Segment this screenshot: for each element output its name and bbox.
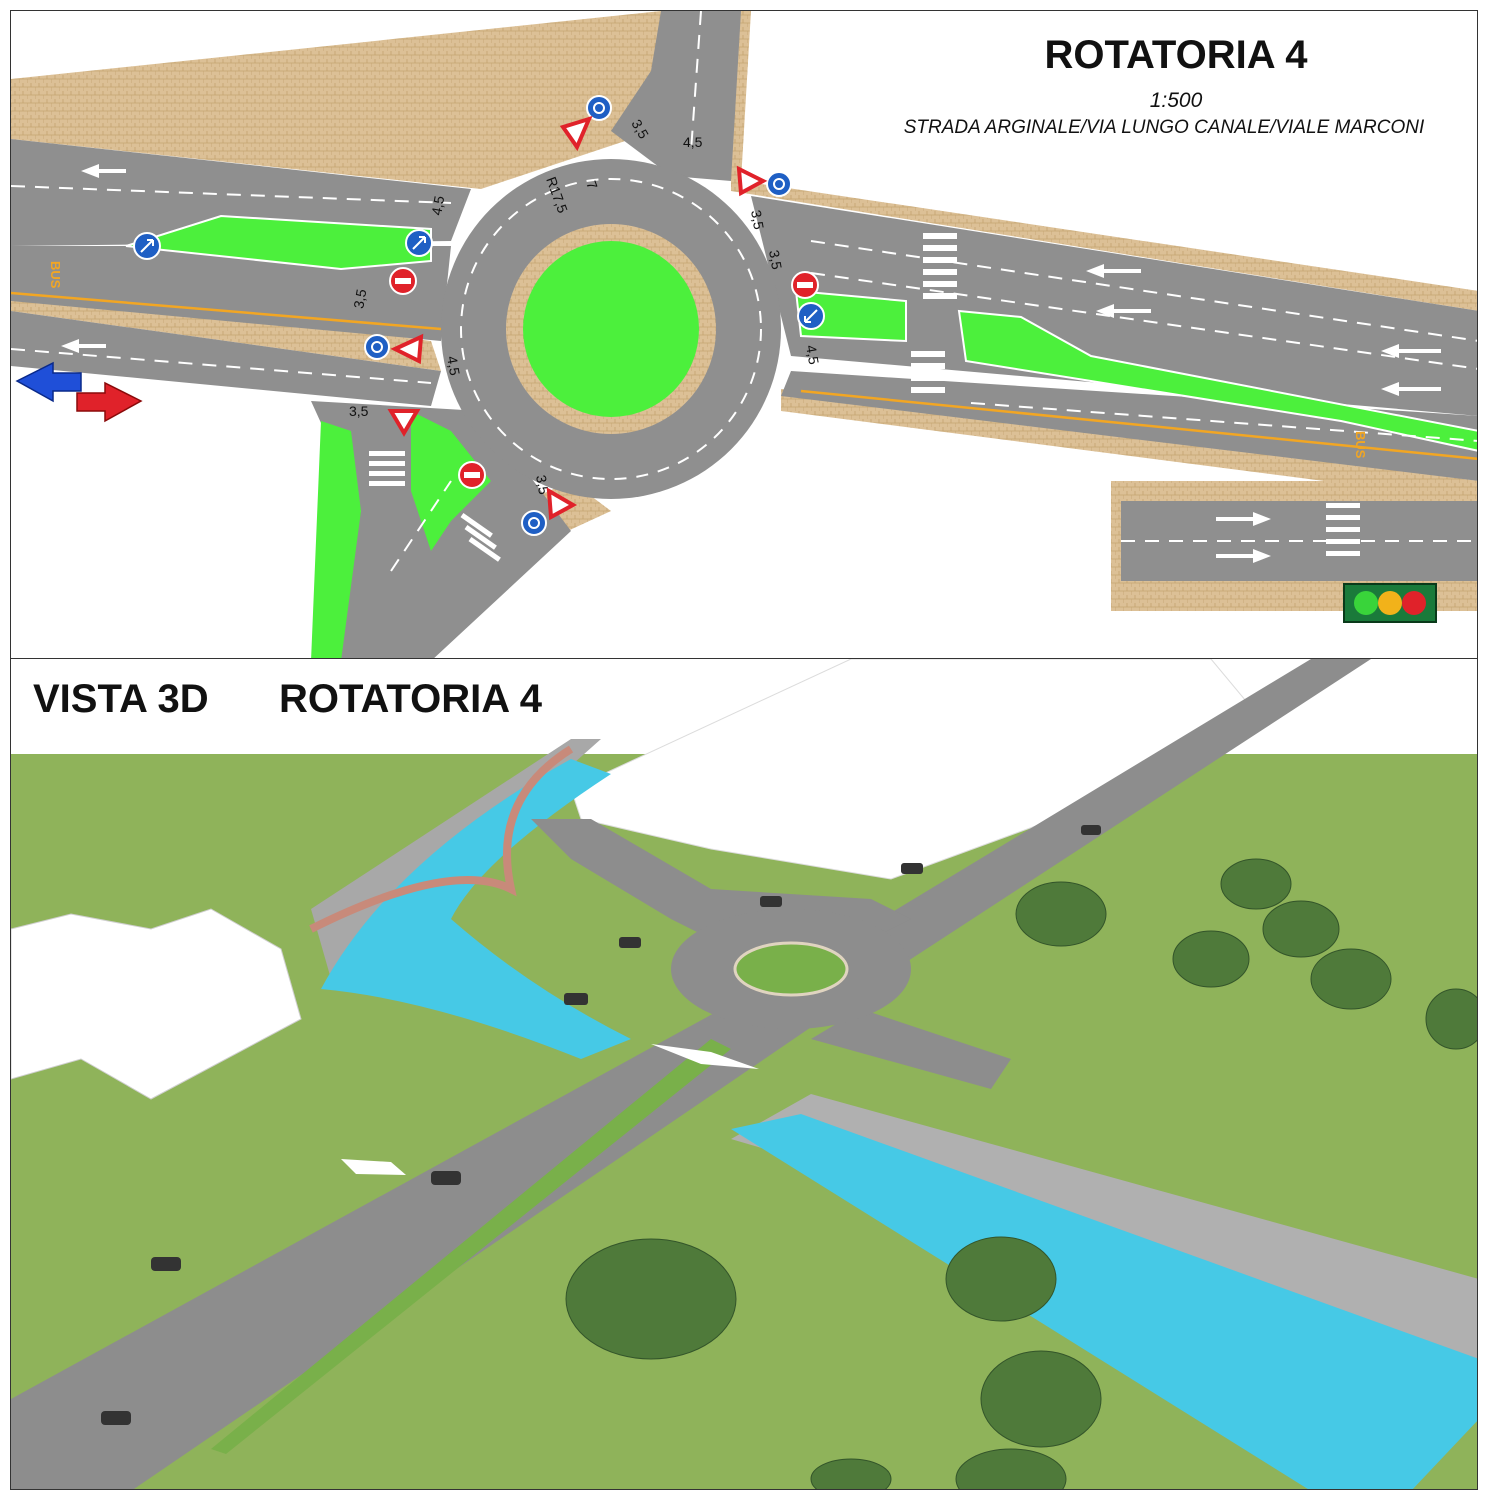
crosswalks: [369, 233, 1360, 562]
crosswalks-3d: [341, 1044, 759, 1175]
island-southwest: [311, 421, 361, 659]
dimension-label: 3,5: [748, 209, 767, 231]
median-strip: [211, 1039, 731, 1454]
roundabout-sign-icon: [766, 171, 792, 197]
direction-arrows: [61, 164, 1441, 563]
dimension-label: 4,5: [428, 194, 447, 216]
plan-subtitle: STRADA ARGINALE/VIA LUNGO CANALE/VIALE M…: [903, 117, 1425, 138]
plan-scale: 1:500: [1149, 89, 1203, 112]
keep-right-sign-icon: [405, 229, 433, 257]
plan-title: ROTATORIA 4: [1044, 33, 1308, 77]
roundabout-center-island: [733, 941, 849, 997]
yield-sign-icon: [559, 115, 593, 152]
building-block-west: [11, 908, 302, 1100]
roundabout-sign-icon: [521, 510, 547, 536]
roundabout-plan-drawing: 4,5 R17,5 7 3,5 4,5 3,5 3,5 3,5 4,5 3,5 …: [11, 11, 1477, 659]
yield-sign-icon: [546, 487, 578, 521]
orientation-arrows-icon: [15, 361, 143, 423]
cycle-path-west: [309, 745, 574, 933]
island-east-long: [957, 309, 1477, 452]
trees: [565, 858, 1477, 1489]
dimension-label: 4,5: [683, 134, 703, 150]
bus-lane-label-east: BUS: [1353, 431, 1368, 459]
bus-lane-lines: [11, 291, 1477, 461]
plan-panel: 4,5 R17,5 7 3,5 4,5 3,5 3,5 3,5 4,5 3,5 …: [10, 10, 1478, 660]
roundabout-sign-icon: [586, 95, 612, 121]
sidewalk-northwest: [11, 11, 661, 189]
no-entry-sign-icon: [389, 267, 417, 295]
keep-right-sign-icon: [133, 232, 161, 260]
dimension-label: 3,5: [766, 249, 785, 271]
road-signs: [133, 95, 825, 536]
dimension-label: 3,5: [349, 403, 369, 419]
canal-south: [731, 1114, 1477, 1489]
dimension-label: 3,5: [350, 288, 369, 310]
3d-view-title: VISTA 3D: [33, 677, 209, 721]
no-entry-sign-icon: [458, 461, 486, 489]
crosswalk-south: [460, 513, 501, 562]
lane-markings: [11, 11, 1477, 572]
sidewalk-northeast: [731, 11, 1477, 311]
bus-lane-label-west: BUS: [48, 261, 63, 289]
yield-sign-icon: [736, 165, 768, 197]
roundabout-sign-icon: [364, 334, 390, 360]
3d-view-panel: VISTA 3D ROTATORIA 4: [10, 658, 1478, 1490]
dimension-label: 4,5: [803, 344, 822, 366]
crosswalk-southeast: [1326, 503, 1360, 556]
east-approach-road: [811, 1009, 1011, 1089]
yield-sign-icon: [390, 333, 424, 365]
roundabout-3d-render: [11, 659, 1477, 1489]
vehicles: [101, 825, 1101, 1425]
crosswalk-southwest: [369, 451, 405, 486]
central-island-grass: [523, 241, 699, 417]
crosswalk-east: [911, 233, 957, 393]
3d-view-subtitle: ROTATORIA 4: [279, 677, 542, 721]
dimension-label: 4,5: [444, 355, 463, 377]
keep-right-sign-icon: [797, 302, 825, 330]
canal-west: [321, 759, 631, 1059]
yield-sign-icon: [387, 409, 421, 437]
no-entry-sign-icon: [791, 271, 819, 299]
traffic-light-icon: [1343, 583, 1437, 623]
